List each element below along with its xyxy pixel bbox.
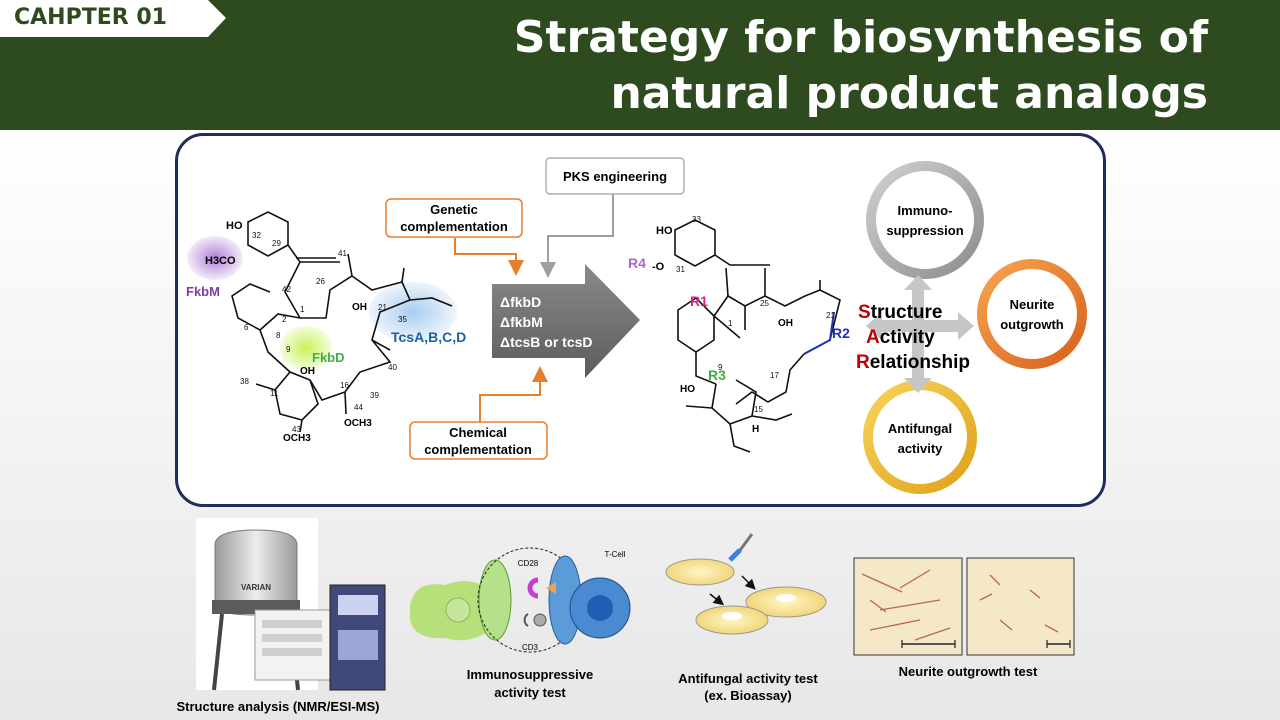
- chemical-line-2: complementation: [424, 442, 532, 457]
- neurite-illustration: [853, 557, 1075, 656]
- tcs-highlight: [369, 282, 457, 342]
- left-atom-number: 21: [378, 303, 387, 312]
- right-ho-label: HO: [656, 225, 673, 237]
- left-atom-number: 29: [272, 239, 281, 248]
- right-atom-number: 15: [754, 405, 763, 414]
- neurite-line-2: outgrowth: [1000, 317, 1064, 332]
- right-atom-number: 1: [728, 319, 733, 328]
- immuno-caption-2: activity test: [494, 685, 566, 700]
- right-ho2-label: HO: [680, 384, 695, 395]
- left-h3co-label: H3CO: [205, 255, 236, 267]
- left-oh2-label: OH: [300, 366, 315, 377]
- chapter-tag: CAHPTER 01: [0, 0, 226, 37]
- left-atom-number: 26: [316, 277, 325, 286]
- antifungal-caption-2: (ex. Bioassay): [704, 688, 791, 703]
- title-line-2: natural product analogs: [610, 68, 1208, 119]
- sar-line-1: Structure: [858, 302, 942, 323]
- r3-label: R3: [708, 367, 726, 383]
- left-atom-number: 16: [340, 381, 349, 390]
- right-atom-number: 31: [676, 265, 685, 274]
- neurite-ring: [977, 259, 1087, 369]
- left-atom-number: 6: [244, 323, 249, 332]
- cd28-label: CD28: [518, 559, 539, 568]
- genetic-line-2: complementation: [400, 219, 508, 234]
- left-oh-label: OH: [352, 302, 367, 313]
- nmr-caption: Structure analysis (NMR/ESI-MS): [177, 699, 380, 714]
- fkbm-label: FkbM: [186, 284, 220, 299]
- left-atom-number: 9: [286, 345, 291, 354]
- right-atom-number: 33: [692, 215, 701, 224]
- chemical-line-1: Chemical: [449, 425, 507, 440]
- left-atom-number: 40: [388, 363, 397, 372]
- mutation-arrow: ΔfkbD ΔfkbM ΔtcsB or tcsD: [492, 264, 640, 378]
- sar-line-3: Relationship: [856, 352, 970, 373]
- sar-line-2: Activity: [866, 327, 935, 348]
- neurite-caption: Neurite outgrowth test: [899, 664, 1038, 679]
- left-atom-number: 35: [398, 315, 407, 324]
- antifungal-illustration: [665, 533, 827, 635]
- genetic-complementation: Genetic complementation: [385, 198, 524, 276]
- tcs-label: TcsA,B,C,D: [391, 329, 466, 345]
- title-line-1: Strategy for biosynthesis of: [513, 12, 1208, 63]
- nmr-illustration: VARIAN: [196, 518, 386, 691]
- sar-arrows: [866, 275, 974, 393]
- left-molecule: HO H3CO FkbM FkbD TcsA,B,C,D OH OH OCH3 …: [186, 211, 466, 444]
- sar-cluster: Immuno- suppression Neurite outgrowth An…: [856, 161, 1087, 494]
- arrow-line-1: ΔfkbD: [500, 294, 541, 310]
- right-oh-label: OH: [778, 318, 793, 329]
- left-atom-number: 42: [282, 285, 291, 294]
- neurite-line-1: Neurite: [1010, 297, 1055, 312]
- left-atom-number: 2: [282, 315, 287, 324]
- pks-engineering: PKS engineering: [540, 157, 685, 278]
- left-och3-2-label: OCH3: [344, 418, 372, 429]
- fkbd-label: FkbD: [312, 350, 345, 365]
- genetic-line-1: Genetic: [430, 202, 478, 217]
- right-atom-number: 9: [718, 363, 723, 372]
- left-atom-number: 8: [276, 331, 281, 340]
- left-atom-number: 43: [292, 425, 301, 434]
- pks-label: PKS engineering: [563, 169, 667, 184]
- left-atom-number: 44: [354, 403, 363, 412]
- r4-label: R4: [628, 255, 646, 271]
- antifungal-caption-1: Antifungal activity test: [678, 671, 818, 686]
- immuno-line-1: Immuno-: [898, 203, 953, 218]
- left-och3-label: OCH3: [283, 433, 311, 444]
- antifungal-line-1: Antifungal: [888, 421, 952, 436]
- left-atom-number: 38: [240, 377, 249, 386]
- right-h-label: H: [752, 424, 759, 435]
- chapter-label: CAHPTER 01: [14, 5, 167, 30]
- right-o-label: -O: [652, 261, 665, 273]
- right-atom-number: 21: [826, 311, 835, 320]
- left-atom-number: 41: [338, 249, 347, 258]
- left-atom-number: 1: [300, 305, 305, 314]
- slide-title: Strategy for biosynthesis of natural pro…: [308, 10, 1208, 122]
- fkbd-highlight: [280, 326, 332, 370]
- fkbm-highlight: [187, 236, 243, 280]
- immuno-caption-1: Immunosuppressive: [467, 667, 593, 682]
- immuno-ring: [866, 161, 984, 279]
- r1-label: R1: [690, 293, 708, 309]
- left-atom-number: 39: [370, 391, 379, 400]
- immuno-illustration: CD28 T-Cell CD3: [410, 547, 631, 653]
- nmr-brand-label: VARIAN: [241, 583, 271, 592]
- arrow-line-3: ΔtcsB or tcsD: [500, 334, 593, 350]
- left-atom-number: 11: [270, 389, 279, 398]
- header-bar: CAHPTER 01 Strategy for biosynthesis of …: [0, 0, 1280, 130]
- arrow-line-2: ΔfkbM: [500, 314, 543, 330]
- immuno-line-2: suppression: [886, 223, 963, 238]
- cd3-label: CD3: [522, 643, 539, 652]
- left-ho-label: HO: [226, 220, 243, 232]
- right-atom-number: 17: [770, 371, 779, 380]
- chemical-complementation: Chemical complementation: [409, 366, 548, 460]
- r2-label: R2: [832, 325, 850, 341]
- antifungal-line-2: activity: [898, 441, 944, 456]
- left-atom-number: 32: [252, 231, 261, 240]
- right-atom-number: 25: [760, 299, 769, 308]
- tcell-label: T-Cell: [605, 550, 626, 559]
- antifungal-ring: [863, 380, 977, 494]
